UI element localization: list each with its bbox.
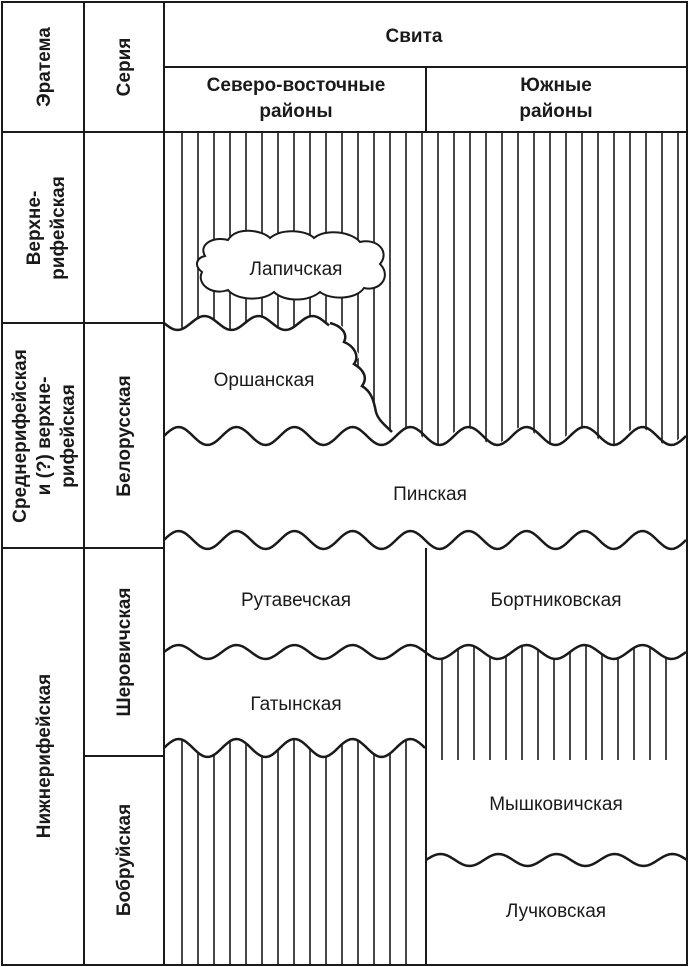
formation-lapichskaya: Лапичская [250,259,343,280]
header-seria: Серия [114,38,135,97]
formation-bortnikovskaya: Бортниковская [490,590,621,611]
boundary-orshanskaya-east [329,321,393,433]
formation-myshkovichskaya: Мышковичская [489,794,623,815]
series-sherovichskaya: Шеровичская [114,588,135,717]
eratema-middle-line3: рифейская [58,384,79,488]
eratema-upper-line1: Верхне- [24,191,45,266]
header-south-line1: Южные [520,75,592,96]
hatch-northeast-bobruysk [181,739,407,965]
series-bobruyskaya: Бобруйская [114,804,135,916]
header-eratema: Эратема [34,27,55,107]
eratema-upper-line2: рифейская [48,176,69,280]
header-svita: Свита [386,26,443,47]
eratema-middle-line1: Среднерифейская [10,349,31,523]
formation-rutavechskaya: Рутавечская [241,590,351,611]
boundary-pinskaya-top [163,425,687,447]
hatch-upper-riphean [181,132,679,445]
boundary-pinskaya-bottom [163,529,687,551]
hatch-south-gatyn-level [441,645,667,760]
formation-luchkovskaya: Лучковская [506,901,606,922]
formation-orshanskaya: Оршанская [214,370,315,391]
header-northeast-line2: районы [259,101,332,122]
formation-pinskaya: Пинская [393,484,467,505]
lapichskaya-lens [196,229,386,301]
boundary-gatynskaya-bottom [163,737,426,759]
header-south-line2: районы [519,101,592,122]
eratema-middle-line2: и (?) верхне- [34,377,55,496]
header-northeast-line1: Северо-восточные [207,75,386,96]
boundary-myshkovichskaya-bottom [425,852,688,868]
eratema-lower: Нижнерифейская [34,674,55,839]
formation-gatynskaya: Гатынская [250,694,341,715]
boundary-orshanskaya-top [163,314,330,332]
series-belorusskaya: Белорусская [114,375,135,496]
